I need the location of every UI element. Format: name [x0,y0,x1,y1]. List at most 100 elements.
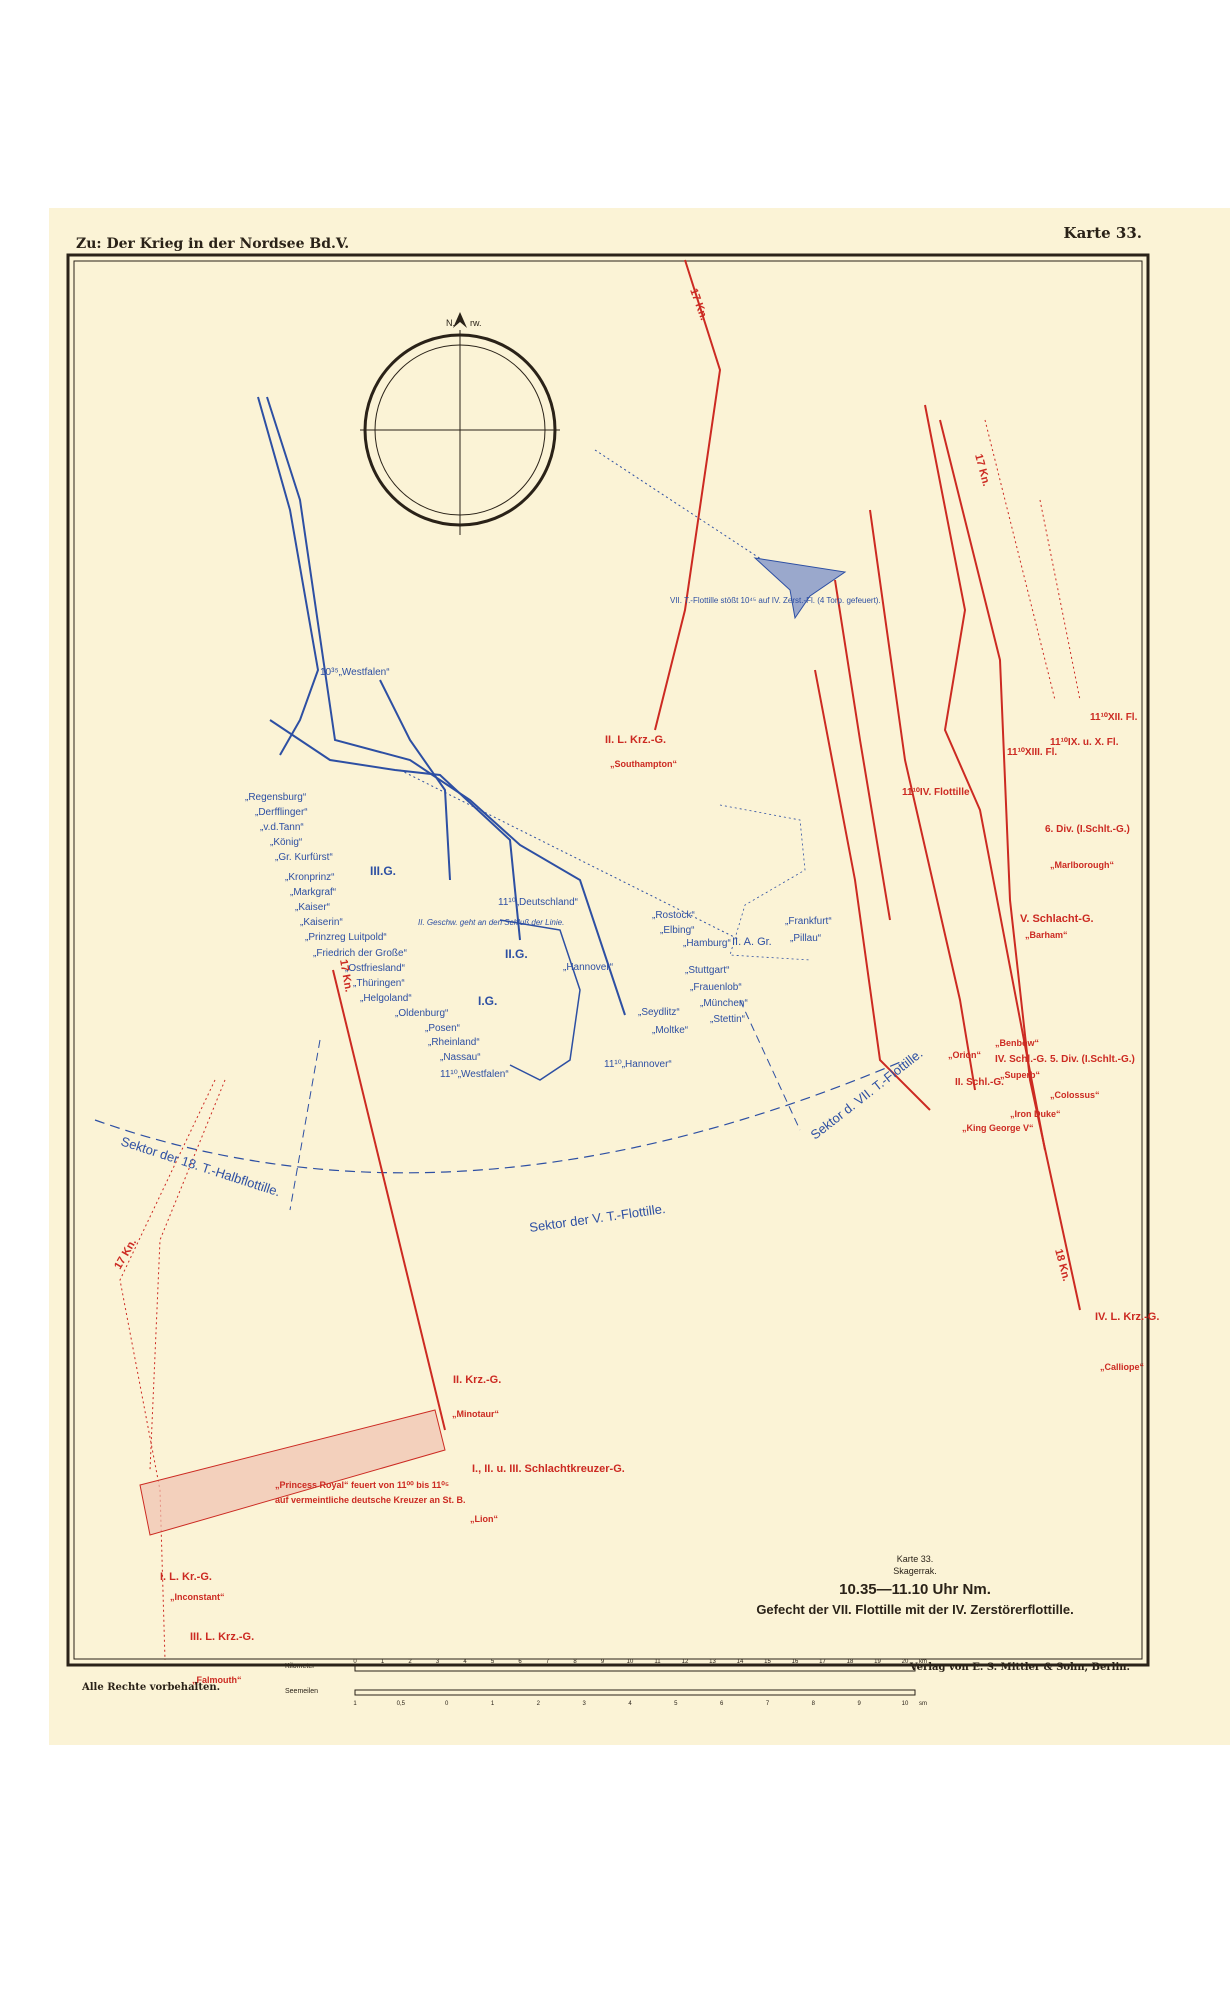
scale-tick-label: 7 [546,1659,550,1665]
princess-royal-fire-zone [139,1409,446,1536]
scale-unit: km [919,1659,927,1665]
scale-tick-label: 5 [674,1701,678,1707]
scale-sm-label: Seemeilen [285,1688,318,1695]
ship-calliope: „Calliope“ [1100,1362,1144,1372]
scale-tick-label: 1 [381,1659,385,1665]
sector-line-7 [739,999,801,1131]
scale-tick-label: 9 [857,1701,861,1707]
title-time: 10.35—11.10 Uhr Nm. [839,1581,991,1598]
torpedo-attack-shape [753,557,847,620]
scale-tick-label: 1 [491,1701,495,1707]
north-arrow-icon [453,312,467,328]
label-battlecruisers: I., II. u. III. Schlachtkreuzer-G. [472,1463,625,1475]
inner-frame [73,260,1143,1660]
ship-kgv: „King George V“ [962,1123,1034,1133]
ship-posen: „Posen“ [425,1023,460,1034]
scale-tick-label: 7 [766,1701,770,1707]
scale-tick-label: 18 [847,1659,854,1665]
scale-tick-label: 4 [628,1701,632,1707]
ship-frauenlob: „Frauenlob“ [690,982,742,993]
british-tracks [332,259,1081,1431]
ship-seydlitz: „Seydlitz“ [638,1007,680,1018]
scale-tick-label: 2 [537,1701,541,1707]
ship-markgraf: „Markgraf“ [290,887,336,898]
scale-tick-label: 16 [792,1659,799,1665]
flotilla-note: VII. T.-Flottille stößt 10⁴⁵ auf IV. Zer… [670,596,881,605]
ship-southampton: „Southampton“ [610,759,677,769]
scale-tick-label: 6 [518,1659,522,1665]
title-subtitle: Gefecht der VII. Flottille mit der IV. Z… [756,1602,1073,1617]
footer-left: Alle Rechte vorbehalten. [81,1682,220,1693]
scale-tick-label: 3 [436,1659,440,1665]
compass-rw: rw. [470,318,482,328]
label-group3: III.G. [370,864,396,878]
ship-kaiser: „Kaiser“ [295,902,330,913]
ship-luitpold: „Prinzreg Luitpold“ [305,932,387,943]
scale-tick-label: 2 [408,1659,412,1665]
scale-km-label: Kilometer [285,1663,315,1670]
scale-tick-label: 0,5 [397,1701,406,1707]
speed-label-bottom: 18 Kn. [1052,1248,1072,1283]
label-l3: III. L. Krz.-G. [190,1631,254,1643]
speed-label-left: 17 Kn. [112,1237,139,1272]
ship-inconstant: „Inconstant“ [170,1592,225,1602]
ship-orion: „Orion“ [948,1050,981,1060]
sector-arc [94,1059,906,1174]
german-column-path [499,919,581,1081]
speed-label-mid: 17 Kn. [972,453,992,488]
sector-5-label: Sektor der V. T.-Flottille. [528,1201,666,1235]
ship-rostock: „Rostock“ [652,910,695,921]
footer-right: Verlag von E. S. Mittler & Sohn, Berlin. [909,1662,1130,1673]
ship-regensburg: „Regensburg“ [245,792,306,803]
ship-frankfurt: „Frankfurt“ [785,916,832,927]
scale-tick-label: 12 [682,1659,689,1665]
ship-barham: „Barham“ [1025,930,1068,940]
label-div6: 6. Div. (I.Schlt.-G.) [1045,824,1130,835]
british-dotted-tracks [119,419,1081,1661]
ship-rheinland: „Rheinland“ [428,1037,480,1048]
ship-friedrich: „Friedrich der Große“ [313,948,407,959]
ship-marlborough: „Marlborough“ [1050,860,1114,870]
ship-westfalen: 11¹⁰„Westfalen“ [440,1069,509,1080]
speed-label-top: 17 Kn. [687,287,710,322]
label-group1: I.G. [478,994,497,1008]
scale-tick-label: 10 [627,1659,634,1665]
title-region: Skagerrak. [893,1566,937,1576]
scale-tick-label: 11 [654,1659,661,1665]
ship-thueringen: „Thüringen“ [353,978,405,989]
scale-tick-label: 19 [874,1659,881,1665]
label-l1: I. L. Kr.-G. [160,1571,212,1583]
label-l2: II. L. Krz.-G. [605,734,666,746]
sector-7-label: Sektor d. VII. T.-Flottille. [808,1046,926,1143]
header-right: Karte 33. [1064,224,1142,242]
label-l4: IV. L. Krz.-G. [1095,1311,1159,1323]
scale-tick-label: 10 [902,1701,909,1707]
outer-frame [66,253,1150,1667]
label-ii-schl: II. Schl.-G. [955,1077,1004,1088]
ship-nassau: „Nassau“ [440,1052,481,1063]
scale-tick-label: 14 [737,1659,744,1665]
label-fl9: 11¹⁰IX. u. X. Fl. [1050,737,1119,748]
ship-lion: „Lion“ [470,1514,498,1524]
ship-hannover-end: 11¹⁰„Hannover“ [604,1059,672,1070]
scale-tick-label: 3 [582,1701,586,1707]
label-bs5: V. Schlacht-G. [1020,913,1094,925]
label-fl4: 11¹⁰IV. Flottille [902,787,970,798]
scale-tick-label: 5 [491,1659,495,1665]
scale-tick-label: 13 [709,1659,716,1665]
scale-unit: sm [919,1701,927,1707]
compass-rose: N. rw. [360,312,560,535]
scale-tick-label: 4 [463,1659,467,1665]
scale-tick-label: 9 [601,1659,605,1665]
label-fl12: 11¹⁰XII. Fl. [1090,712,1138,723]
note-line: II. Geschw. geht an den Schluß der Linie… [418,918,564,927]
princess-royal-note-2: auf vermeintliche deutsche Kreuzer an St… [275,1495,466,1505]
ship-benbow: „Benbow“ [995,1038,1039,1048]
german-tracks [257,396,626,1016]
sector-18-label: Sektor der 18. T.-Halbflottille. [119,1134,282,1200]
header-left: Zu: Der Krieg in der Nordsee Bd.V. [76,236,349,252]
